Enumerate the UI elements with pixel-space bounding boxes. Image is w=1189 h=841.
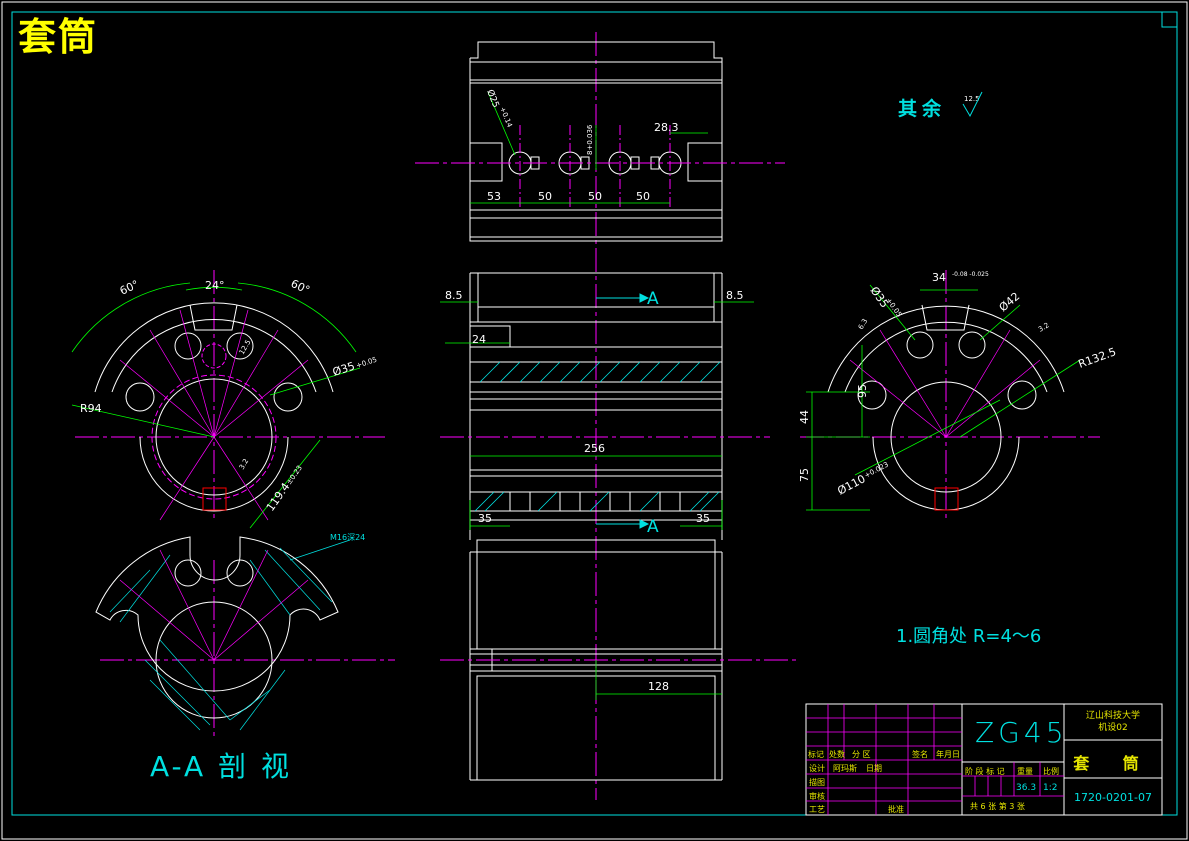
dim-angle-60-right: 60°	[289, 277, 312, 297]
rough-center: 3.2	[238, 457, 250, 471]
material-label: ZG45	[975, 716, 1068, 749]
tb-process: 工艺	[809, 805, 825, 814]
dim-dia110: Ø110	[835, 472, 867, 497]
section-a-a-view	[95, 536, 395, 740]
front-view-dimensions	[440, 91, 754, 700]
section-arrows	[596, 293, 650, 529]
dim-34: 34	[932, 271, 946, 284]
section-a-a-label: A-A 剖 视	[150, 750, 292, 783]
title-block-grid	[806, 704, 1064, 815]
tb-scale-value: 1:2	[1043, 783, 1058, 793]
dim-35-right: 35	[696, 512, 710, 525]
drawing-title: 套筒	[18, 15, 99, 59]
dim-35-left: 35	[478, 512, 492, 525]
left-view-dimensions	[71, 282, 361, 561]
tb-drafting: 描图	[809, 778, 825, 787]
dim-hole-tol: +0.14	[498, 106, 514, 129]
tb-scale: 比例	[1043, 767, 1059, 776]
dim-24: 24	[472, 333, 486, 346]
dim-angle-24: 24°	[205, 279, 225, 292]
dim-53: 53	[487, 190, 501, 203]
left-end-view	[75, 270, 385, 521]
tb-sign: 签名	[912, 750, 928, 759]
dim-8-5-left: 8.5	[445, 289, 463, 302]
rough-right-b: 3.2	[1037, 321, 1051, 333]
tb-weight-value: 36.3	[1016, 783, 1037, 793]
dim-34-tol: -0.08 -0.025	[952, 271, 989, 278]
school-line-2: 机设02	[1098, 723, 1128, 733]
dim-angle-60-left: 60°	[118, 278, 141, 298]
title-block	[805, 703, 1163, 816]
dim-dia110-tol: +0.023	[863, 461, 890, 480]
dim-r132-5: R132.5	[1077, 345, 1118, 371]
rough-rest-value: 12.5	[964, 95, 980, 103]
dim-dia42: Ø42	[997, 290, 1023, 315]
part-name: 套 筒	[1073, 754, 1153, 773]
dim-119-4: 119.4	[264, 480, 293, 513]
dim-slot-tol: 8+0.036	[586, 124, 594, 155]
tb-check: 审核	[809, 792, 825, 801]
dim-128: 128	[648, 680, 669, 693]
fillet-note: 1.圆角处 R=4～6	[896, 626, 1042, 647]
drawing-number: 1720-0201-07	[1074, 791, 1152, 804]
tb-std: 日期	[866, 764, 882, 773]
dim-28-3: 28.3	[654, 121, 679, 134]
school-line-1: 辽山科技大学	[1085, 711, 1140, 721]
dim-m16: M16深24	[330, 533, 365, 542]
tb-design: 设计	[809, 764, 825, 773]
roughness-symbol	[962, 91, 983, 118]
tb-mark: 标记	[808, 750, 824, 759]
dim-dia35-left: Ø35	[331, 359, 357, 378]
dim-hole-dia: Ø25	[484, 88, 501, 109]
tb-date: 年月日	[936, 750, 960, 759]
tb-sheets: 共 6 张 第 3 张	[970, 802, 1025, 811]
rough-right-a: 6.3	[857, 317, 869, 331]
tb-approve: 批准	[888, 805, 904, 814]
inner-border	[11, 11, 1178, 816]
dim-50-b: 50	[588, 190, 602, 203]
dim-50-c: 50	[636, 190, 650, 203]
dim-r94: R94	[80, 402, 102, 415]
tb-stage: 阶 段 标 记	[965, 767, 1005, 776]
dim-95: 95	[856, 384, 869, 398]
right-view-dimensions	[806, 284, 1081, 511]
section-marker-top: A	[647, 289, 659, 309]
right-end-view	[800, 270, 1100, 520]
tb-qty: 处数	[829, 750, 845, 759]
section-marker-bottom: A	[647, 517, 659, 537]
dim-dia35-left-tol: +0.05	[355, 356, 378, 370]
dim-75: 75	[798, 468, 811, 482]
dim-dia35-right-tol: +0.05	[884, 297, 903, 319]
dim-119-4-tol: ±0.23	[285, 464, 304, 486]
dim-256: 256	[584, 442, 605, 455]
school-name: 辽山科技大学机设02	[1066, 710, 1160, 734]
tb-weight: 重量	[1017, 767, 1033, 776]
dim-8-5-right: 8.5	[726, 289, 744, 302]
rest-roughness-note: 其余	[898, 98, 947, 120]
dim-50-a: 50	[538, 190, 552, 203]
tb-designer: 阿玛斯	[833, 764, 857, 773]
dim-44: 44	[798, 410, 811, 424]
corner-box	[1161, 11, 1178, 28]
tb-zone: 分 区	[852, 750, 871, 759]
front-view	[415, 32, 800, 800]
